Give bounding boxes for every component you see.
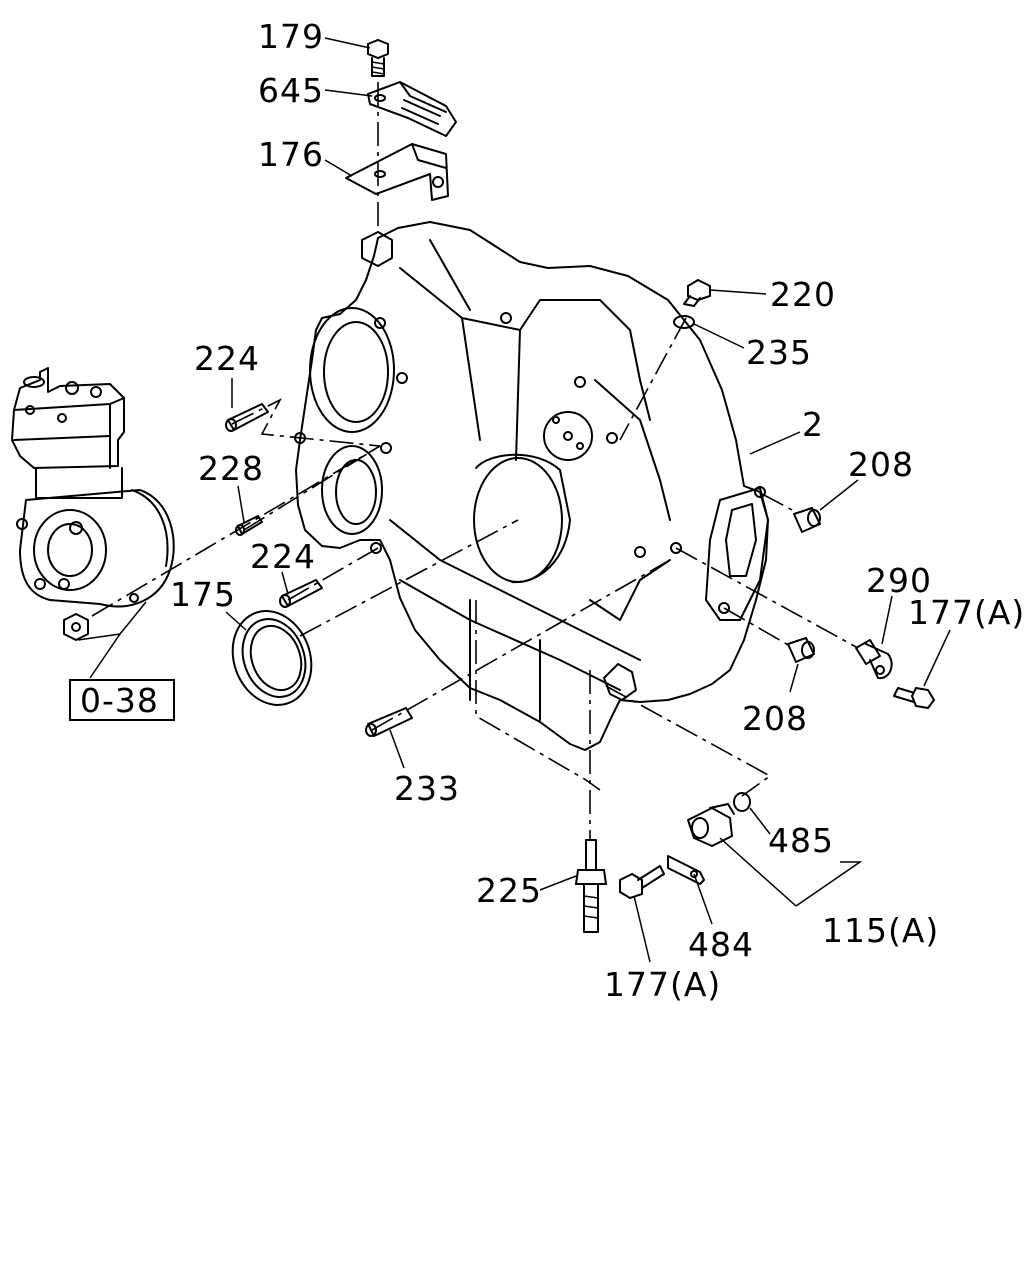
callout-645: 645 [258, 71, 324, 110]
fitting-290 [855, 639, 893, 680]
callout-176: 176 [258, 135, 324, 174]
o-ring-485 [733, 792, 751, 812]
leader-lines [77, 37, 951, 963]
bolt-179 [367, 38, 389, 77]
callout-225: 225 [476, 871, 542, 910]
bracket-645 [367, 81, 457, 137]
assembly-lines [91, 82, 859, 840]
callout-177a-right: 177(A) [908, 593, 1024, 632]
stud-225 [574, 839, 608, 933]
reference-box-0-38[interactable]: 0-38 [69, 679, 175, 721]
bolt-177a-bottom [619, 865, 665, 900]
dowel-224-lower [279, 579, 323, 608]
plug-208-lower [787, 637, 815, 663]
bolt-220 [683, 278, 711, 307]
callout-235: 235 [746, 333, 812, 372]
callout-115a: 115(A) [822, 911, 939, 950]
callout-2: 2 [802, 405, 824, 444]
sensor-115a [687, 803, 735, 847]
bracket-176 [345, 143, 449, 201]
pin-233 [365, 707, 413, 737]
washer-235 [673, 315, 695, 329]
air-compressor [11, 367, 175, 641]
callout-179: 179 [258, 17, 324, 56]
callout-177a-bottom: 177(A) [604, 965, 721, 1004]
dowel-224-upper [225, 403, 269, 432]
callout-228: 228 [198, 449, 264, 488]
seal-175 [231, 610, 313, 706]
callout-233: 233 [394, 769, 460, 808]
callout-224-lower: 224 [250, 537, 316, 576]
bracket-484 [667, 855, 705, 885]
bolt-177a-right [893, 686, 936, 710]
callout-290: 290 [866, 561, 932, 600]
callout-175: 175 [170, 575, 236, 614]
callout-220: 220 [770, 275, 836, 314]
reference-box-label: 0-38 [80, 681, 159, 720]
callout-485: 485 [768, 821, 834, 860]
plug-208-upper [793, 507, 821, 533]
callout-208-upper: 208 [848, 445, 914, 484]
callout-484: 484 [688, 925, 754, 964]
callout-208-lower: 208 [742, 699, 808, 738]
callout-224-upper: 224 [194, 339, 260, 378]
